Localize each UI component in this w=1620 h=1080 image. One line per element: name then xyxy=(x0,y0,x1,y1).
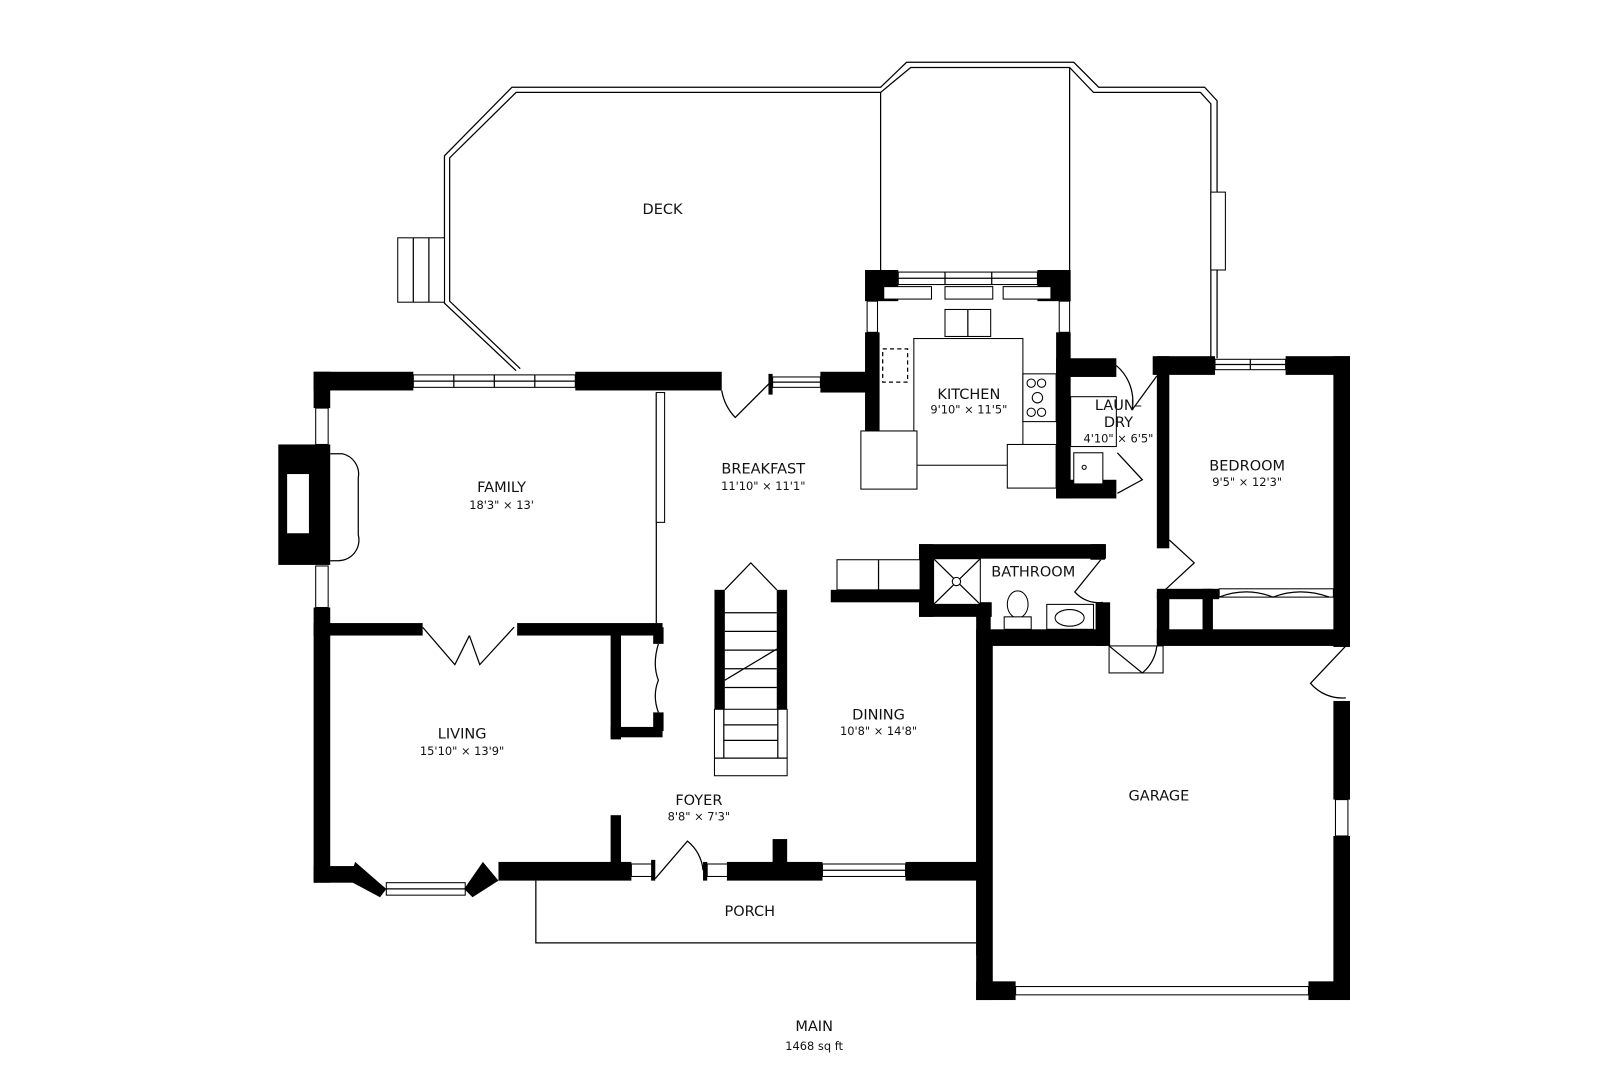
floor-area: 1468 sq ft xyxy=(785,1039,843,1053)
room-family-dims: 18'3" × 13' xyxy=(469,498,534,512)
room-kitchen-name: KITCHEN xyxy=(937,387,1000,403)
room-kitchen-dims: 9'10" × 11'5" xyxy=(930,402,1007,416)
room-porch-name: PORCH xyxy=(724,904,775,920)
room-bedroom-dims: 9'5" × 12'3" xyxy=(1212,475,1282,489)
room-breakfast-dims: 11'10" × 11'1" xyxy=(721,479,805,493)
room-laundry-name-1: LAUN– xyxy=(1095,398,1142,414)
room-family-name: FAMILY xyxy=(477,480,526,496)
room-bathroom-name: BATHROOM xyxy=(991,564,1075,580)
deck-outline xyxy=(397,61,1226,372)
room-breakfast-name: BREAKFAST xyxy=(721,462,805,478)
floor-name: MAIN xyxy=(795,1019,833,1035)
room-labels: DECK FAMILY 18'3" × 13' BREAKFAST 11'10"… xyxy=(420,202,1285,1053)
room-foyer-name: FOYER xyxy=(675,793,722,809)
room-dining-name: DINING xyxy=(852,708,905,724)
room-living-name: LIVING xyxy=(438,726,487,742)
room-dining-dims: 10'8" × 14'8" xyxy=(840,724,917,738)
room-bedroom-name: BEDROOM xyxy=(1209,458,1285,474)
room-garage-name: GARAGE xyxy=(1129,789,1190,805)
room-laundry-name-2: DRY xyxy=(1104,415,1133,431)
room-deck-name: DECK xyxy=(643,202,683,218)
kitchen-fixtures xyxy=(860,286,1144,494)
room-living-dims: 15'10" × 13'9" xyxy=(420,744,504,758)
room-laundry-dims: 4'10" × 6'5" xyxy=(1083,431,1153,445)
room-foyer-dims: 8'8" × 7'3" xyxy=(668,809,731,823)
walls xyxy=(278,270,1350,1001)
